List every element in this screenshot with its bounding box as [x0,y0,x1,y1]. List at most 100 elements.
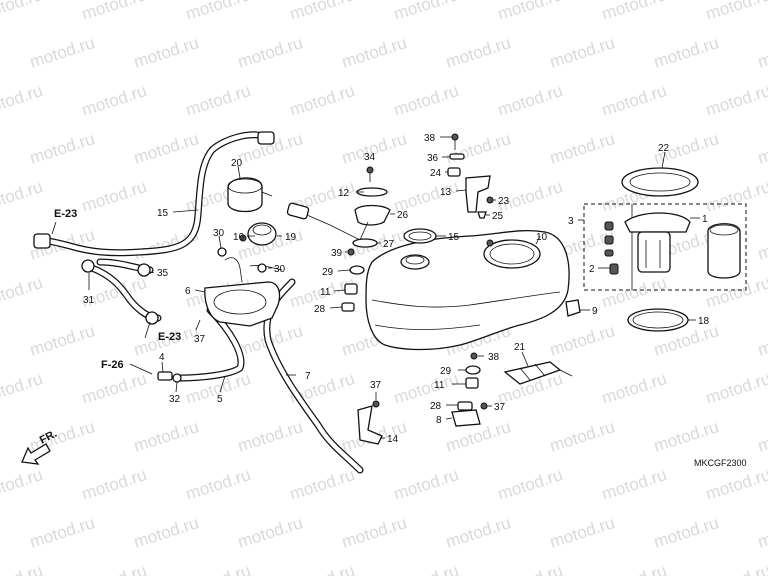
bolt-37 [372,400,380,408]
callout-19: 21 [514,342,526,353]
watermark-text: motod.ru [0,81,45,120]
callout-6: 6 [185,286,191,297]
watermark-text: motod.ru [703,465,768,504]
watermark-text: motod.ru [235,417,305,456]
watermark-text: motod.ru [495,0,565,24]
clip-25 [477,211,487,219]
watermark-text: motod.ru [183,561,253,576]
watermark-text: motod.ru [287,561,357,576]
watermark-text: motod.ru [391,561,461,576]
watermark-text: motod.ru [703,561,768,576]
callout-26: 26 [397,210,409,221]
watermark-text: motod.ru [0,177,45,216]
watermark-text: motod.ru [183,0,253,24]
callout-33: 35 [157,268,169,279]
fuel-tank-10 [365,230,581,351]
washer-29 [465,365,481,375]
watermark-text: motod.ru [651,417,721,456]
callout-14: 14 [387,434,399,445]
callout-9: 9 [592,306,598,317]
callout-34: 34 [364,152,376,163]
watermark-text: motod.ru [0,561,45,576]
watermark-text: motod.ru [495,561,565,576]
watermark-text: motod.ru [755,417,768,456]
watermark-text: motod.ru [703,81,768,120]
clip-30 [257,263,267,273]
callout-31: 31 [83,295,95,306]
reference-e23-top: E-23 [54,208,77,220]
rubber-11 [344,283,358,295]
callout-27: 27 [383,239,395,250]
watermark-text: motod.ru [287,81,357,120]
watermark-text: motod.ru [235,513,305,552]
watermark-text: motod.ru [131,513,201,552]
callout-20: 19 [285,232,297,243]
plate-22 [621,167,699,197]
watermark-text: motod.ru [391,0,461,24]
watermark-text: motod.ru [79,561,149,576]
watermark-text: motod.ru [755,33,768,72]
canister-6 [204,247,283,327]
watermark-text: motod.ru [27,513,97,552]
callout-24: 24 [430,168,442,179]
watermark-text: motod.ru [79,177,149,216]
rubber-24 [447,167,461,177]
watermark-text: motod.ru [547,321,617,360]
callout-37: 37 [494,402,506,413]
watermark-text: motod.ru [131,129,201,168]
callout-28: 28 [314,304,326,315]
callout-2: 2 [589,264,595,275]
callout-11: 11 [320,287,331,298]
diagram-code: MKCGF2300 [694,458,747,468]
callout-3: 3 [568,216,574,227]
collar-28 [341,302,355,312]
bolt-38 [451,133,459,141]
callout-25: 25 [492,211,504,222]
watermark-text: motod.ru [0,273,45,312]
leader-lines [51,136,700,439]
callout-37: 37 [370,380,382,391]
callout-32: 32 [169,394,181,405]
bracket-group [447,133,494,219]
callout-11: 11 [434,380,445,391]
lower-right-parts [357,352,573,445]
watermark-text: motod.ru [287,0,357,24]
watermark-text: motod.ru [131,33,201,72]
watermark-text: motod.ru [599,369,669,408]
callout-30: 30 [213,228,225,239]
watermark-text: motod.ru [547,33,617,72]
callout-39: 39 [331,248,343,259]
watermark-text: motod.ru [443,33,513,72]
watermark-text: motod.ru [391,465,461,504]
direction-arrow [21,443,51,465]
callout-22: 22 [658,143,670,154]
watermark-text: motod.ru [703,273,768,312]
watermark-text: motod.ru [703,177,768,216]
watermark-text: motod.ru [27,129,97,168]
collar-28 [457,401,473,411]
callout-16: 15 [157,208,169,219]
callout-30: 30 [274,264,286,275]
watermark-text: motod.ru [79,0,149,24]
watermark-text: motod.ru [495,81,565,120]
hose-5 [176,306,245,382]
watermark-text: motod.ru [599,561,669,576]
bolt-37 [480,402,488,410]
watermark-text: motod.ru [79,81,149,120]
bolt-17 [239,234,247,242]
fuel-gauge-26 [354,204,391,226]
watermark-text: motod.ru [391,81,461,120]
callout-23: 23 [498,196,510,207]
callout-35: 36 [427,153,439,164]
washer-29 [349,265,365,275]
clip [81,259,95,273]
watermark-text: motod.ru [651,513,721,552]
callout-29: 29 [322,267,334,278]
watermark-text: motod.ru [703,369,768,408]
callout-1: 1 [702,214,708,225]
watermark-text: motod.ru [0,369,45,408]
callouts: 20 15 30 16 19 30 35 6 31 37 4 32 5 7 34… [83,133,710,445]
callout-17: 16 [233,232,245,243]
watermark-text: motod.ru [599,0,669,24]
bracket-13 [465,175,491,213]
